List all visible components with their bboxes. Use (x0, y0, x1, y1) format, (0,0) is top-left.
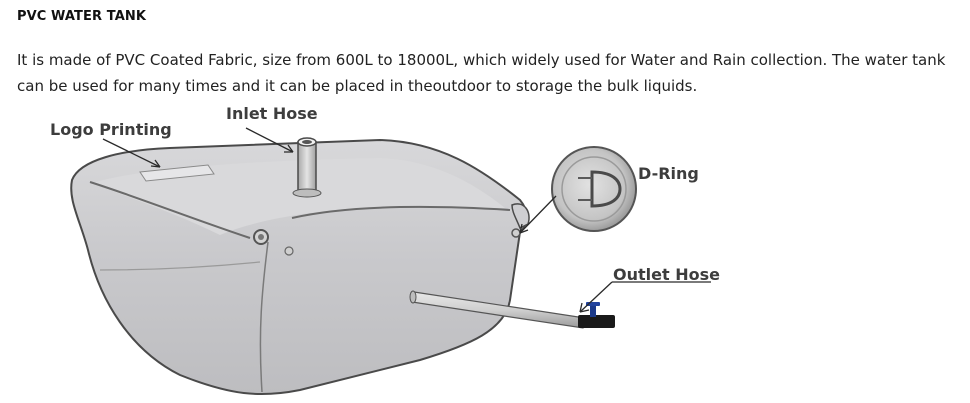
d-ring-detail (551, 146, 637, 232)
drain-valve (284, 246, 294, 256)
arrow-d-ring (519, 195, 557, 234)
tank-seam-vertical (259, 241, 269, 393)
arrow-outlet (579, 281, 613, 313)
label-logo-printing: Logo Printing (50, 120, 172, 139)
tank-seam-front (89, 181, 251, 239)
label-outlet-hose: Outlet Hose (613, 265, 720, 284)
page-title: PVC WATER TANK (17, 9, 147, 24)
arrow-logo (102, 138, 161, 168)
arrow-inlet (245, 127, 294, 153)
tank-seam-top (291, 205, 511, 219)
outlet-valve (578, 315, 615, 328)
logo-patch (139, 164, 215, 182)
corner-d-ring (511, 228, 521, 238)
inlet-hose (297, 141, 317, 198)
tank-corner-tab (511, 203, 530, 230)
label-inlet-hose: Inlet Hose (226, 104, 318, 123)
d-ring-loop (590, 170, 622, 208)
label-d-ring: D-Ring (638, 164, 699, 183)
product-description: It is made of PVC Coated Fabric, size fr… (17, 51, 946, 95)
tank-seam-bottom (99, 261, 261, 271)
